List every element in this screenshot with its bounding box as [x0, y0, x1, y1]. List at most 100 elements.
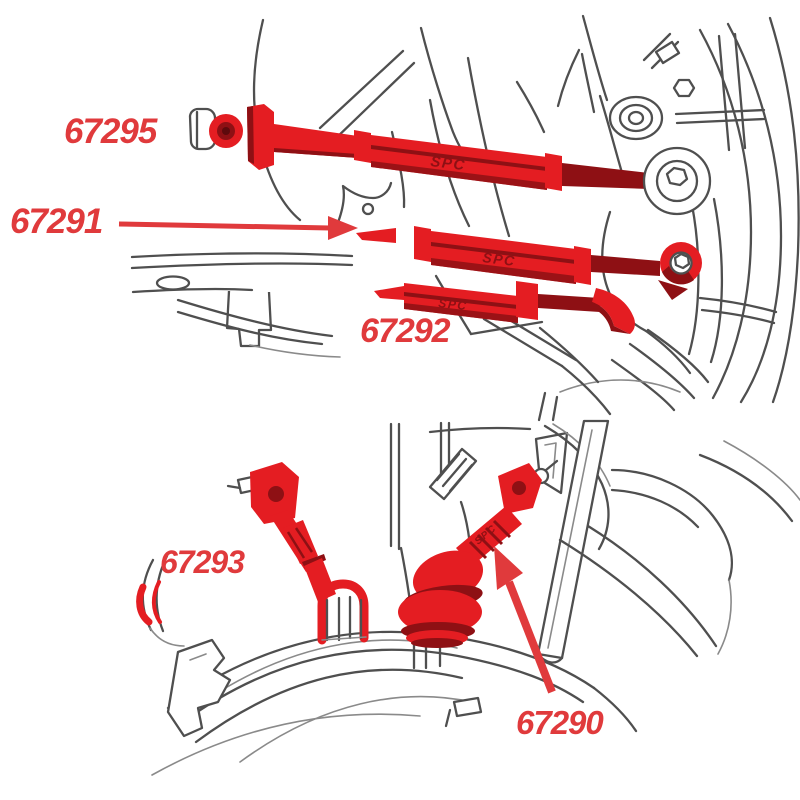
part-number-67295-label: 67295	[64, 112, 158, 151]
bushing-ring-shade	[662, 266, 694, 285]
shaft-rib	[468, 519, 512, 560]
body-line	[580, 52, 596, 114]
under-line	[249, 344, 341, 358]
sleeve-ridge	[404, 292, 518, 309]
bushing-wedge	[658, 280, 688, 300]
body-line	[556, 48, 581, 108]
sleeve-ridge	[371, 145, 547, 171]
part-number-67290-label: 67290	[516, 704, 604, 741]
mount-bracket	[166, 638, 232, 738]
spring-seat-ring	[627, 110, 645, 126]
arm-outline	[723, 440, 800, 501]
drum-arc	[592, 686, 638, 733]
cv-boot-rib	[435, 452, 461, 482]
drum-arc	[221, 639, 458, 691]
bracket-inner	[189, 653, 207, 661]
link-line	[538, 326, 600, 384]
frame-rail	[130, 252, 354, 358]
bracket-core	[512, 481, 526, 495]
bolt-block	[654, 40, 681, 65]
rod-end	[562, 163, 649, 189]
arm-67290: SPC	[398, 459, 559, 648]
arm-outline	[610, 488, 700, 529]
bushing-bolt-hex	[673, 252, 691, 270]
strut-line	[717, 34, 731, 152]
hub-bolt-hex	[665, 166, 689, 187]
stud-line	[642, 32, 672, 62]
arrow-head	[328, 216, 358, 240]
arrow-shaft	[118, 221, 331, 231]
strut-tube-line	[547, 429, 593, 649]
brake-hose	[543, 424, 610, 551]
sleeve-rib	[286, 527, 314, 559]
sleeve-brand-text: SPC	[482, 249, 517, 269]
trailing-arm-lines	[558, 440, 800, 658]
left-ring-arc	[136, 583, 153, 626]
mount-triangle-inner	[544, 442, 557, 479]
lower-left-hardware	[141, 554, 232, 738]
adjuster-collar	[414, 226, 431, 262]
toe-link-line	[700, 308, 776, 325]
tire-arc	[768, 16, 800, 404]
cross-bar	[675, 117, 766, 125]
link-line	[560, 364, 612, 416]
body-line	[428, 426, 532, 434]
arrow-head	[494, 546, 523, 590]
sleeve-shade	[371, 161, 547, 190]
bracket-line	[469, 320, 544, 336]
part-number-67292-label: 67292	[360, 312, 451, 350]
cross-bar	[674, 108, 766, 116]
mount-stub	[544, 459, 559, 472]
left-ring-arc	[151, 580, 162, 624]
small-bolt-line	[444, 708, 452, 728]
cv-boot-rib	[441, 457, 468, 488]
arm-tip	[356, 228, 396, 243]
arm-tip	[374, 286, 404, 300]
strut-line	[733, 32, 747, 150]
bracket-core	[268, 486, 284, 502]
spring-arc	[149, 627, 185, 647]
part-number-67293-label: 67293	[160, 544, 245, 580]
wheel-tire-arcs	[559, 16, 800, 412]
pointer-arrow-67291	[118, 216, 358, 240]
body-line	[581, 14, 609, 102]
link-line	[482, 317, 564, 368]
fender-arc	[558, 538, 699, 658]
toe-link-line	[698, 296, 778, 314]
tire-bottom-arc	[559, 379, 681, 393]
lower-diagram: SPC 67293 67290	[136, 419, 800, 776]
lower-top-hardware	[389, 421, 611, 551]
sleeve-brand-text: SPC	[438, 296, 468, 313]
adjuster-sleeve	[371, 135, 547, 190]
tire-arc	[726, 22, 783, 404]
bracket-wave	[331, 181, 393, 238]
under-line	[176, 298, 334, 338]
tire-bottom-arc	[610, 358, 676, 412]
arrow-shaft	[505, 580, 556, 694]
arm-67292: SPC	[374, 281, 635, 334]
mount-plate-shade	[247, 106, 254, 164]
arm-67295: SPC	[188, 104, 712, 216]
bushing-center	[222, 127, 230, 135]
body-line	[466, 56, 511, 238]
rail-slot	[155, 275, 191, 291]
sleeve-ridge	[431, 242, 576, 264]
arm-67291: SPC	[356, 226, 702, 300]
rod-end	[591, 255, 660, 276]
arm-elbow	[592, 288, 635, 334]
upper-top-right-hardware	[608, 32, 766, 152]
drum-arc	[194, 668, 464, 744]
clamp-post	[325, 595, 363, 642]
adjuster-collar	[516, 281, 538, 320]
tire-bottom-arc	[628, 342, 696, 400]
rim-inner-arc	[687, 203, 700, 356]
fender-arc	[586, 524, 718, 648]
fork-line	[537, 391, 547, 422]
rim-arc	[698, 28, 753, 400]
adjuster-collar	[574, 246, 591, 285]
knuckle-line	[644, 329, 692, 375]
adjuster-sleeve	[431, 231, 576, 284]
fork-line	[551, 395, 559, 422]
body-line	[515, 80, 546, 134]
